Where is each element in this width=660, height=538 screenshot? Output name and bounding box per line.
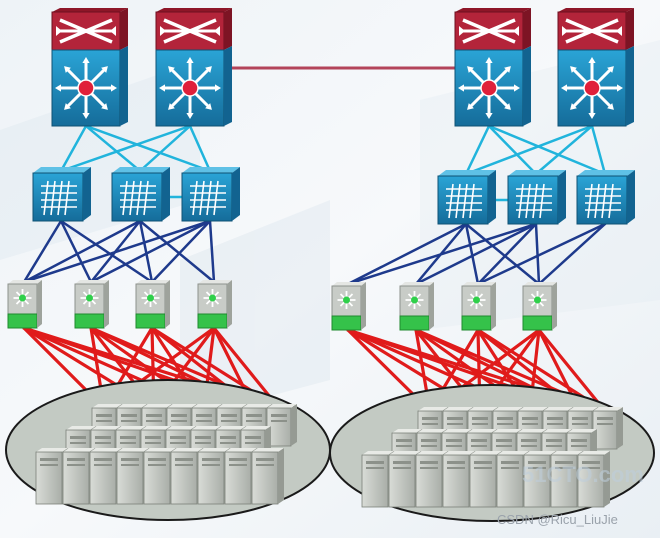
atm-switch-icon [32,167,91,222]
access-switch-right-2 [399,282,434,331]
background-watermark: 51CTO.com [522,462,644,487]
core-aggregation-link [464,124,594,176]
core-router-left-a [51,8,128,127]
aggregation-access-link [414,222,538,286]
aggregation-access-link [138,219,216,284]
core-router-right-a [454,8,531,127]
right-server-cluster [329,384,655,522]
core-aggregation-link [84,124,212,173]
aggregation-access-link [537,222,607,286]
atm-switch-icon [437,170,496,225]
core-aggregation-link [84,124,142,173]
layer3-switch-icon [155,46,232,127]
core-aggregation-link [59,124,192,173]
layer3-switch-icon [557,46,634,127]
atm-switch-icon [576,170,635,225]
core-aggregation-link [590,124,607,176]
aggregation-access-link [346,222,538,286]
access-switch-icon [74,280,109,329]
access-switch-icon [197,280,232,329]
access-switch-icon [399,282,434,331]
core-aggregation-link [487,124,538,176]
access-switch-right-1 [331,282,366,331]
access-switch-right-3 [461,282,496,331]
watermark-text: CSDN @Ricu_LiuJie [497,512,618,527]
server-rack-icon [577,451,610,508]
aggregation-switch-left-2 [111,167,170,222]
access-switch-left-3 [135,280,170,329]
layer3-switch-icon [51,46,128,127]
aggregation-switch-left-1 [32,167,91,222]
aggregation-switch-right-1 [437,170,496,225]
core-aggregation-link [534,124,594,176]
aggregation-access-link [22,219,142,284]
router-icon [51,8,128,51]
aggregation-access-link [138,219,154,284]
access-switch-left-4 [197,280,232,329]
aggregation-access-link [150,219,212,284]
aggregation-access-link [464,222,480,286]
server-uplink [537,328,607,413]
atm-switch-icon [507,170,566,225]
core-aggregation-link [487,124,607,176]
aggregation-access-link [346,222,468,286]
core-aggregation-link [59,124,88,173]
aggregation-access-link [476,222,538,286]
server-rack-icon [592,407,623,450]
core-router-left-b [155,8,232,127]
aggregation-access-link [534,222,541,286]
aggregation-access-link [476,222,607,286]
aggregation-switch-right-3 [576,170,635,225]
access-switch-icon [522,282,557,331]
aggregation-access-link [59,219,154,284]
router-icon [155,8,232,51]
core-aggregation-link [464,124,491,176]
access-switch-left-2 [74,280,109,329]
server-rack-icon [251,448,284,505]
access-switch-icon [135,280,170,329]
left-server-cluster [5,379,331,521]
atm-switch-icon [181,167,240,222]
access-switch-right-4 [522,282,557,331]
core-router-right-b [557,8,634,127]
access-switch-icon [7,280,42,329]
router-icon [557,8,634,51]
core-aggregation-link [188,124,212,173]
aggregation-access-link [208,219,216,284]
aggregation-access-link [464,222,541,286]
access-switch-icon [461,282,496,331]
access-switch-left-1 [7,280,42,329]
aggregation-access-link [22,219,212,284]
router-icon [454,8,531,51]
core-aggregation-link [138,124,192,173]
aggregation-access-link [22,219,63,284]
aggregation-access-link [59,219,93,284]
aggregation-switch-left-3 [181,167,240,222]
aggregation-access-link [89,219,212,284]
atm-switch-icon [111,167,170,222]
layer3-switch-icon [454,46,531,127]
access-switch-icon [331,282,366,331]
aggregation-switch-right-2 [507,170,566,225]
server-rack-icon [197,448,230,505]
server-rack-icon [266,404,297,447]
